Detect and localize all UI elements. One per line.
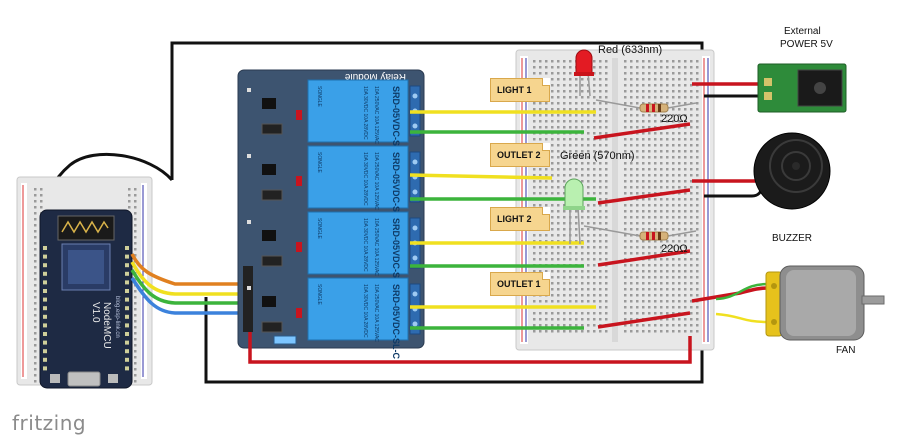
fritzing-watermark: fritzing <box>12 411 87 435</box>
relay-part-text: SRD-05VDC-SL-C <box>391 218 401 294</box>
black-wire-bottom-loop <box>204 297 704 384</box>
mcu-name-text: NodeMCU <box>101 302 112 349</box>
red-wire-bb-1 <box>593 122 691 140</box>
relay-brand-text: SONGLE <box>316 284 322 306</box>
blue-signal-wire <box>130 277 246 315</box>
note-light2: LIGHT 2 <box>490 207 550 231</box>
relay-rating-text: 10A 30VDC 10A 28VDC <box>362 152 368 206</box>
fan-label: FAN <box>836 345 856 356</box>
nodemcu-board: NodeMCU V1.0 blog.esp-link.cn <box>39 209 133 389</box>
relay-unit: SRD-05VDC-SL-C 10A 250VAC 10A 125VAC 10A 3… <box>247 211 421 294</box>
relay-part-text: SRD-05VDC-SL-C <box>391 284 401 360</box>
relay-rating-text: 10A 30VDC 10A 28VDC <box>362 284 368 338</box>
relay-module-title: Relay Module <box>344 71 406 82</box>
yellow-wire-outlet2 <box>409 173 553 180</box>
red-wire-bb-2 <box>597 188 691 205</box>
relay-brand-text: SONGLE <box>316 152 322 174</box>
relay-rating-text: 10A 250VAC 10A 125VAC <box>373 218 379 276</box>
orange-signal-wire <box>130 253 246 286</box>
fan-lead-wires <box>715 282 769 324</box>
resistor-top <box>595 99 697 113</box>
fan-yellow-lead <box>715 312 769 324</box>
relay-unit: SRD-05VDC-SL-C 10A 250VAC 10A 125VAC 10A 3… <box>247 277 421 360</box>
external-power-label-line2: POWER 5V <box>780 39 833 50</box>
relay-rating-text: 10A 250VAC 10A 125VAC <box>373 152 379 210</box>
relay-rating-text: 10A 30VDC 10A 28VDC <box>362 86 368 140</box>
red-led <box>574 49 594 97</box>
relay-rating-text: 10A 30VDC 10A 28VDC <box>362 218 368 272</box>
external-power-jack <box>757 63 847 113</box>
red-wire-bb-4 <box>597 311 691 329</box>
relay-module: Relay Module SRD-05VDC-SL-C 10A 250VAC 10… <box>237 69 425 360</box>
resistor-top-label: 220Ω <box>661 113 688 125</box>
relay-part-text: SRD-05VDC-SL-C <box>391 86 401 162</box>
relay-brand-text: SONGLE <box>316 218 322 240</box>
note-outlet1: OUTLET 1 <box>490 272 550 296</box>
relay-brand-text: SONGLE <box>316 86 322 108</box>
fan-green-lead <box>715 282 769 301</box>
mcu-signal-wires <box>130 253 246 315</box>
relay-part-text: SRD-05VDC-SL-C <box>391 152 401 228</box>
mcu-usb-port <box>67 371 101 387</box>
green-led <box>563 178 585 245</box>
red-wire-bb-3 <box>597 249 691 267</box>
note-outlet2: OUTLET 2 <box>490 143 550 167</box>
note-light1: LIGHT 1 <box>490 78 550 102</box>
green-led-label: Green (570nm) <box>560 150 635 162</box>
mcu-version-text: V1.0 <box>90 302 101 323</box>
yellow-signal-wire <box>130 261 246 296</box>
external-power-label-line1: External <box>784 26 821 37</box>
green-signal-wire <box>130 269 246 305</box>
buzzer <box>753 132 831 210</box>
relay-rating-text: 10A 250VAC 10A 125VAC <box>373 284 379 342</box>
relay-jumper <box>273 335 297 345</box>
relay-rating-text: 10A 250VAC 10A 125VAC <box>373 86 379 144</box>
resistor-bottom-label: 220Ω <box>661 243 688 255</box>
fan-motor <box>765 265 885 341</box>
red-led-label: Red (633nm) <box>598 44 663 56</box>
mcu-site-text: blog.esp-link.cn <box>114 296 120 338</box>
buzzer-label: BUZZER <box>772 233 812 244</box>
resistor-bottom <box>583 225 697 241</box>
relay-header <box>243 266 253 332</box>
relay-unit: SRD-05VDC-SL-C 10A 250VAC 10A 125VAC 10A 3… <box>247 145 421 228</box>
red-wire-bottom-loop <box>248 332 692 364</box>
